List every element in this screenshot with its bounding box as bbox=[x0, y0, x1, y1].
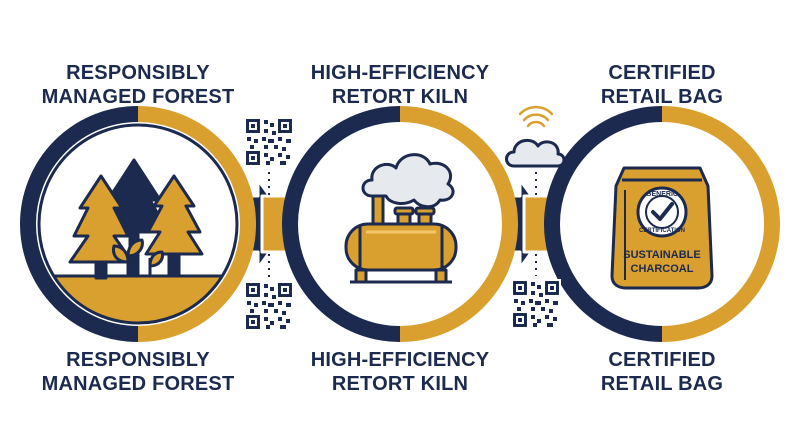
stage-kiln bbox=[282, 106, 518, 342]
stage-label-bottom-forest: RESPONSIBLY MANAGED FOREST bbox=[18, 348, 258, 396]
label-line: RETORT KILN bbox=[331, 373, 469, 395]
label-line: CERTIFIED bbox=[608, 62, 716, 84]
seal-top-text: GENERIC bbox=[646, 191, 678, 198]
label-line: CERTIFIED bbox=[608, 349, 716, 371]
stage-label-bottom-kiln: HIGH-EFFICIENCY RETORT KILN bbox=[280, 348, 520, 396]
ring-left-half bbox=[544, 106, 663, 342]
wifi-signal-icon bbox=[518, 105, 554, 128]
ring-left-half bbox=[20, 106, 139, 342]
tree-icon bbox=[144, 174, 204, 278]
qr-group-right bbox=[505, 105, 566, 329]
sprout-icon bbox=[148, 250, 164, 276]
seal-bottom-text: CERTIFICATION bbox=[639, 228, 685, 234]
label-line: MANAGED FOREST bbox=[41, 373, 235, 395]
label-line: HIGH-EFFICIENCY bbox=[310, 349, 490, 371]
sprout-icon bbox=[112, 238, 144, 276]
kiln-tank-icon bbox=[344, 194, 458, 284]
label-line: MANAGED FOREST bbox=[41, 86, 235, 108]
qr-code-icon bbox=[244, 117, 294, 167]
tree-icon bbox=[68, 174, 134, 280]
bag-text-line-2: CHARCOAL bbox=[631, 263, 694, 275]
ring-right-half bbox=[661, 106, 780, 342]
qr-code-icon bbox=[511, 279, 561, 329]
label-line: RETAIL BAG bbox=[600, 86, 724, 108]
label-line: RETORT KILN bbox=[331, 86, 469, 108]
label-line: HIGH-EFFICIENCY bbox=[310, 62, 490, 84]
label-line: RESPONSIBLY bbox=[66, 62, 210, 84]
smoke-cloud-icon bbox=[361, 153, 455, 209]
stage-label-top-kiln: HIGH-EFFICIENCY RETORT KILN bbox=[280, 61, 520, 109]
stage-label-bottom-bag: CERTIFIED RETAIL BAG bbox=[542, 348, 782, 396]
qr-code-icon bbox=[244, 281, 294, 331]
stage-bag: GENERIC CERTIFICATION SUSTAINABLE CHARCO… bbox=[544, 106, 780, 342]
ring-right-half bbox=[137, 106, 256, 342]
stage-forest bbox=[20, 106, 256, 342]
stage-label-top-forest: RESPONSIBLY MANAGED FOREST bbox=[18, 61, 258, 109]
ring-right-half bbox=[399, 106, 518, 342]
check-seal-icon bbox=[636, 186, 688, 238]
label-line: RETAIL BAG bbox=[600, 373, 724, 395]
cloud-icon bbox=[505, 138, 566, 168]
label-line: RESPONSIBLY bbox=[66, 349, 210, 371]
stage-label-top-bag: CERTIFIED RETAIL BAG bbox=[542, 61, 782, 109]
bag-text-line-1: SUSTAINABLE bbox=[623, 249, 700, 261]
ring-left-half bbox=[282, 106, 401, 342]
